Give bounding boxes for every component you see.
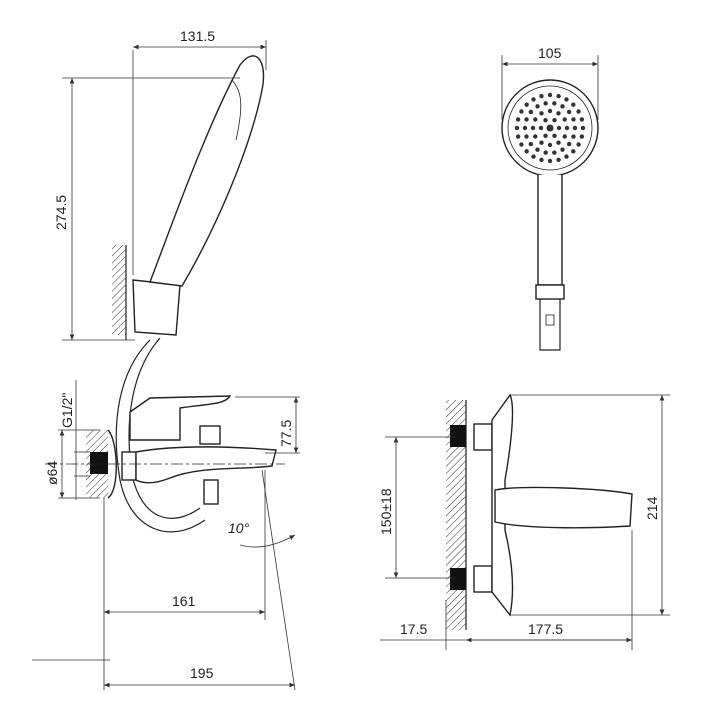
- nozzle-dot: [552, 101, 557, 106]
- nozzle-dot: [560, 104, 565, 109]
- dim-handshower-length: 274.5: [53, 195, 69, 230]
- nozzle-dot: [556, 125, 562, 131]
- dim-spout-angle: 10°: [228, 520, 250, 536]
- nozzle-dot: [571, 149, 576, 154]
- nozzle-dot: [515, 117, 521, 122]
- nozzle-dot: [519, 142, 524, 147]
- nozzle-dot: [562, 117, 567, 122]
- nozzle-dot: [564, 125, 570, 131]
- nozzle-dot: [580, 125, 586, 131]
- nozzle-dot: [515, 134, 521, 139]
- front-view-handshower: 105: [501, 45, 599, 351]
- nozzle-dot: [571, 102, 576, 107]
- dim-centers: 150±18: [378, 488, 394, 535]
- side-view-handshower: 131.5 274.5: [53, 28, 267, 533]
- dim-spout-reach: 161: [172, 593, 196, 609]
- nozzle-dot: [524, 117, 529, 122]
- nozzle-dot: [571, 117, 576, 122]
- nozzle-dot: [566, 109, 572, 115]
- nozzle-dot: [531, 97, 536, 102]
- nozzle-dot: [524, 134, 529, 139]
- lever-handle: [129, 395, 232, 441]
- side-view-mixer: 77.5 ø64 G1/2" 10° 161 195: [32, 380, 300, 691]
- front-view-mixer: 150±18 214 17.5 177.5: [378, 393, 670, 650]
- nozzle-dot: [539, 111, 544, 116]
- nozzle-dot: [524, 149, 529, 154]
- nozzle-dot: [535, 104, 540, 109]
- nozzle-dot: [524, 102, 529, 107]
- inlet-block: [90, 452, 110, 474]
- dim-thread: G1/2": [59, 393, 75, 428]
- dim-wall-offset: 17.5: [400, 621, 427, 637]
- nozzle-dot: [530, 125, 536, 131]
- nozzle-dot: [543, 150, 548, 155]
- nozzle-dot: [543, 118, 548, 123]
- nozzle-dot: [562, 134, 567, 139]
- nozzle-dot: [564, 154, 569, 159]
- nozzle-dots: [514, 92, 586, 164]
- hose: [115, 339, 206, 533]
- nozzle-dot: [556, 140, 561, 145]
- lever-front: [494, 486, 633, 529]
- shower-handle: [537, 175, 563, 286]
- nozzle-dot: [539, 93, 544, 99]
- nozzle-dot: [546, 124, 554, 132]
- nozzle-dot: [539, 157, 544, 163]
- nozzle-dot: [547, 92, 553, 98]
- nozzle-dot: [579, 134, 585, 139]
- dim-overall-height: 214: [644, 496, 660, 520]
- dim-overall-reach: 195: [190, 665, 214, 681]
- nozzle-dot: [547, 108, 553, 114]
- nozzle-dot: [566, 141, 572, 147]
- nozzle-dot: [514, 125, 520, 131]
- nozzle-dot: [535, 147, 540, 152]
- nozzle-dot: [552, 150, 557, 155]
- nozzle-dot: [547, 158, 553, 164]
- nozzle-dot: [556, 93, 561, 99]
- nozzle-dot: [519, 109, 524, 114]
- nozzle-dot: [533, 117, 538, 122]
- nozzle-dot: [556, 111, 561, 116]
- nozzle-dot: [547, 142, 553, 148]
- nozzle-dot: [572, 125, 578, 131]
- dim-spout-height: 77.5: [278, 420, 294, 447]
- nozzle-dot: [579, 117, 585, 122]
- dim-head-diameter: 105: [538, 45, 562, 61]
- nozzle-dot: [552, 118, 557, 123]
- nozzle-dot: [539, 140, 544, 145]
- nozzle-dot: [543, 101, 548, 106]
- nozzle-dot: [528, 109, 534, 115]
- nozzle-dot: [552, 133, 557, 138]
- wall-holder: [132, 279, 181, 336]
- nozzle-dot: [576, 142, 581, 147]
- nozzle-dot: [522, 125, 528, 131]
- wall-hatch: [112, 245, 126, 335]
- handshower-body: [149, 55, 265, 287]
- nozzle-dot: [556, 157, 561, 163]
- nozzle-dot: [531, 154, 536, 159]
- nozzle-dot: [538, 125, 544, 131]
- nozzle-dot: [571, 134, 576, 139]
- nozzle-dot: [576, 109, 581, 114]
- dim-front-depth: 177.5: [528, 621, 563, 637]
- nozzle-dot: [533, 134, 538, 139]
- nozzle-dot: [528, 141, 534, 147]
- nozzle-dot: [543, 133, 548, 138]
- nozzle-dot: [560, 147, 565, 152]
- nozzle-dot: [564, 97, 569, 102]
- dim-flange-diameter: ø64: [44, 461, 60, 485]
- dim-handshower-width: 131.5: [180, 28, 215, 44]
- hose-connector: [203, 479, 219, 505]
- diverter-knob: [199, 425, 221, 445]
- mixer-body: [135, 446, 277, 484]
